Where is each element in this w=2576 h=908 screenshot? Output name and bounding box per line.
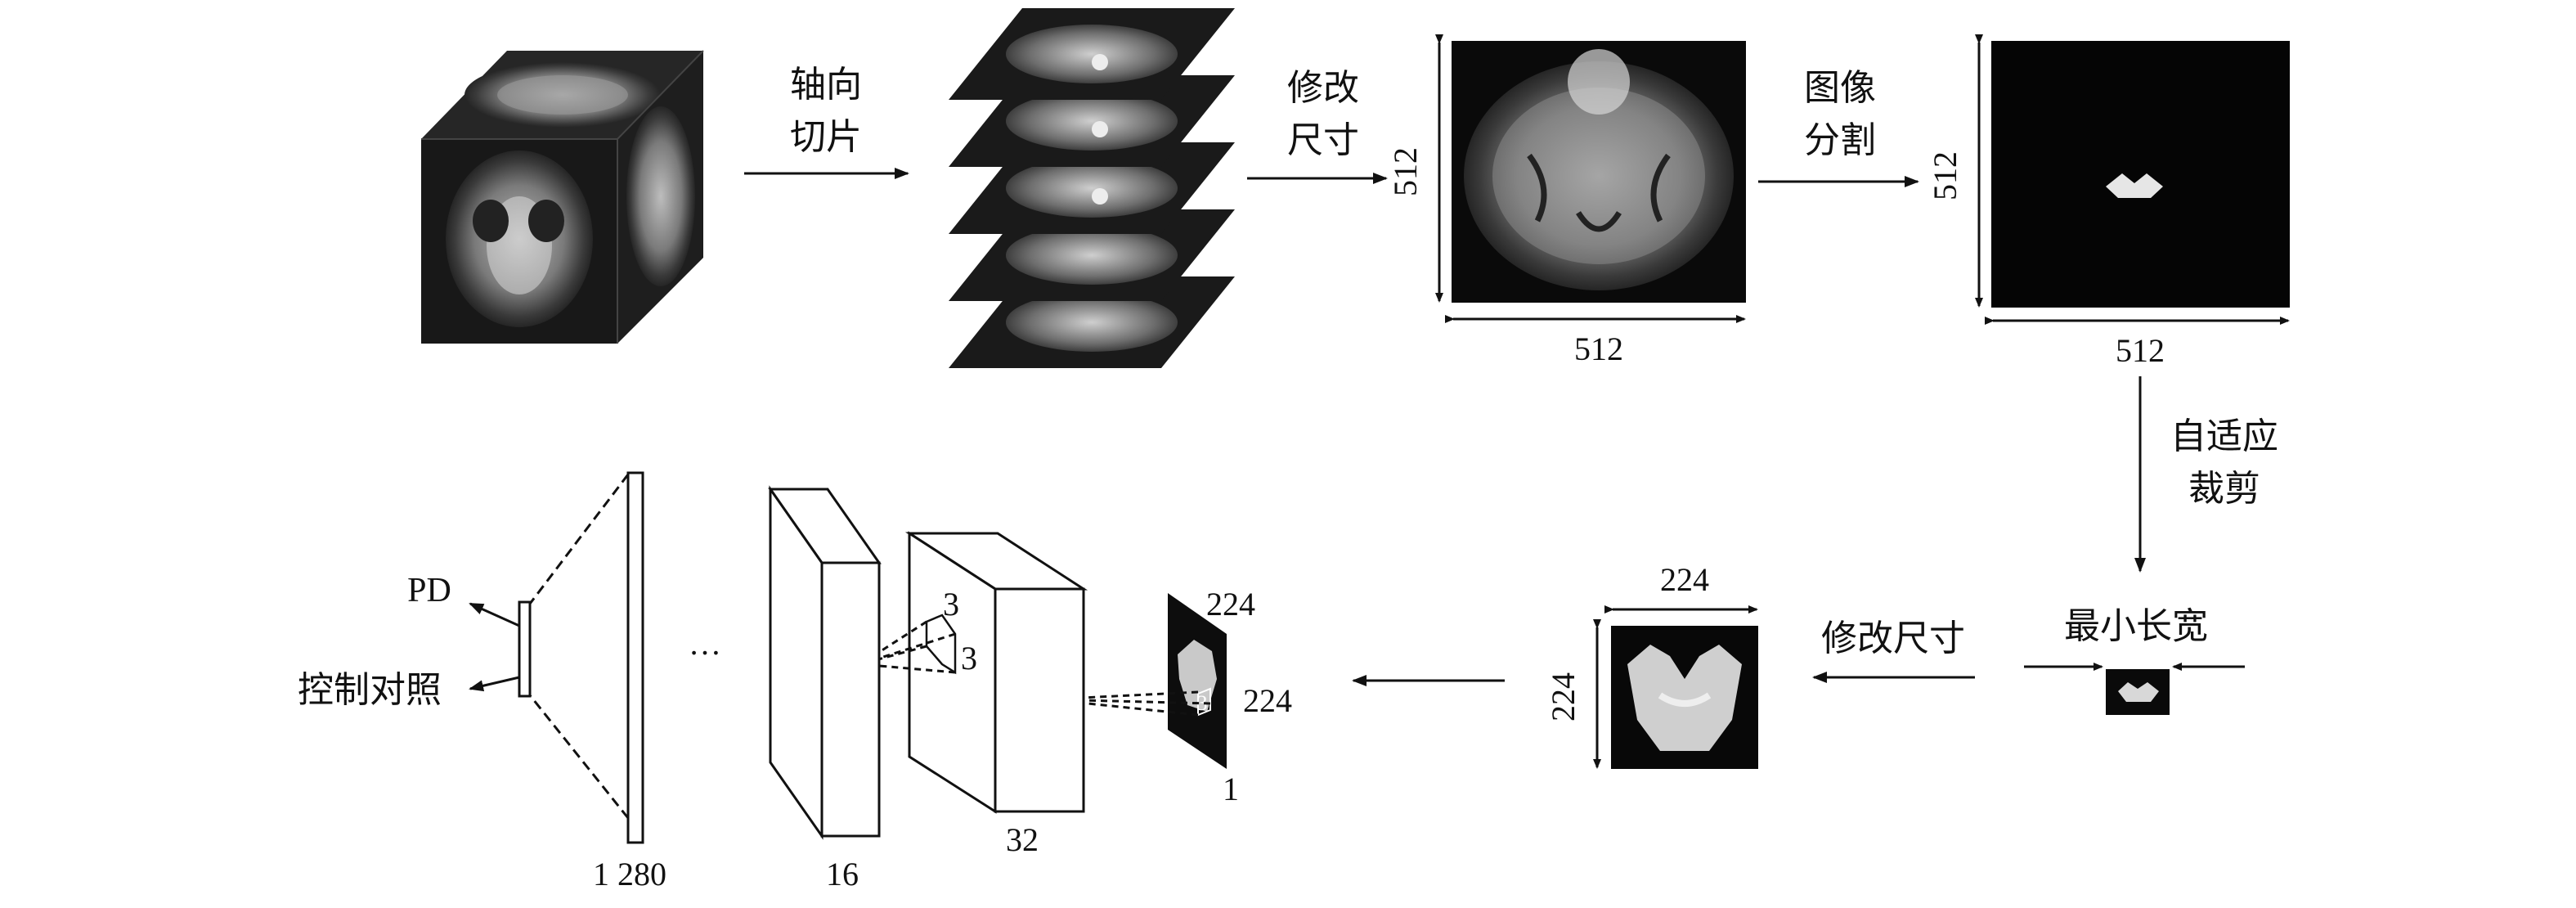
dim-label-fc-units: 1 280 bbox=[593, 856, 666, 892]
label-resize-1b: 尺寸 bbox=[1287, 119, 1359, 161]
dim-label-kernel-a: 3 bbox=[943, 586, 959, 623]
label-resize-2: 修改尺寸 bbox=[1821, 618, 1965, 659]
output-layer bbox=[518, 600, 532, 698]
arrow-output-control bbox=[469, 676, 520, 692]
input-plane bbox=[1168, 593, 1227, 769]
resized-roi-224 bbox=[1611, 626, 1758, 769]
label-axial-slicing-1: 轴向 bbox=[790, 64, 862, 106]
projection-lines-input bbox=[1048, 690, 1211, 717]
fc-connector-top bbox=[528, 474, 630, 605]
label-adaptive-crop-2: 裁剪 bbox=[2188, 468, 2260, 510]
dim-label-input-channels: 1 bbox=[1223, 771, 1239, 807]
dim-label-input-height: 224 bbox=[1206, 586, 1255, 623]
mri-volume-cube bbox=[421, 50, 704, 344]
label-adaptive-crop-1: 自适应 bbox=[2170, 416, 2278, 457]
ellipsis: … bbox=[689, 625, 721, 662]
dim-label-kernel-b: 3 bbox=[961, 640, 977, 677]
conv-block-32 bbox=[904, 531, 1088, 814]
conv-block-16 bbox=[768, 485, 882, 840]
label-min-length-width: 最小长宽 bbox=[2064, 605, 2208, 647]
slice-stack bbox=[949, 8, 1235, 368]
label-resize-1a: 修改 bbox=[1287, 67, 1359, 109]
label-axial-slicing-2: 切片 bbox=[790, 116, 862, 158]
fc-connector-bottom bbox=[528, 694, 630, 819]
dim-label-segmented-width: 512 bbox=[2116, 332, 2165, 369]
dim-label-segmented-height: 512 bbox=[1927, 151, 1963, 200]
arrow-output-pd bbox=[469, 602, 520, 627]
dim-label-original-height: 512 bbox=[1387, 147, 1424, 196]
receptive-field-input: 3 bbox=[1197, 687, 1211, 717]
dim-label-conv2-channels: 16 bbox=[826, 856, 859, 892]
segmented-slice-512 bbox=[1991, 41, 2290, 308]
axial-slice-512 bbox=[1452, 41, 1746, 303]
dim-label-conv1-channels: 32 bbox=[1006, 821, 1039, 858]
cropped-roi bbox=[2106, 669, 2170, 715]
dim-label-original-width: 512 bbox=[1574, 330, 1623, 367]
dim-label-input-width: 224 bbox=[1243, 682, 1292, 719]
label-segmentation-2: 分割 bbox=[1804, 119, 1876, 161]
dim-label-resized-height: 224 bbox=[1545, 672, 1582, 721]
svg-text:3: 3 bbox=[1197, 691, 1208, 715]
label-segmentation-1: 图像 bbox=[1804, 67, 1876, 109]
fc-layer bbox=[626, 471, 644, 844]
output-label-pd: PD bbox=[407, 572, 451, 609]
dim-label-resized-width: 224 bbox=[1660, 561, 1709, 598]
output-label-control: 控制对照 bbox=[298, 669, 442, 711]
